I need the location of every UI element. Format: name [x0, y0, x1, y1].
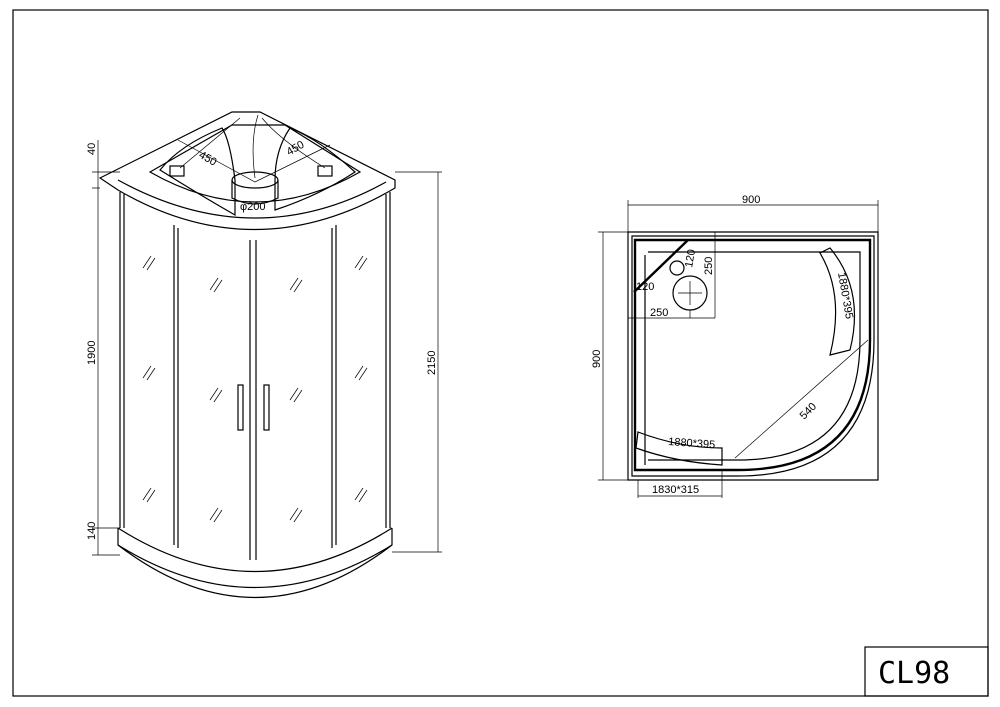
dim-width: 900 [742, 194, 760, 206]
dim-offset-vertical: 250 [703, 257, 715, 275]
dim-height: 1900 [86, 341, 98, 365]
dim-depth: 900 [591, 350, 603, 368]
drawing-border [12, 9, 989, 697]
dim-base-glass: 1830*315 [652, 484, 699, 496]
plan-view: 900 900 120 120 250 250 1880*395 1880*39… [591, 194, 879, 498]
dim-shower-head: φ200 [240, 201, 266, 213]
dim-corner-b: 120 [683, 248, 698, 268]
model-number: CL98 [878, 656, 950, 691]
dim-jet-left: 450 [197, 149, 219, 169]
elevation-view: 450 450 φ200 40 1900 140 2150 [86, 111, 442, 599]
dim-base: 140 [86, 522, 98, 540]
door-handle-right [263, 384, 270, 431]
dim-top: 40 [86, 143, 98, 155]
door-handle-left [237, 384, 244, 431]
dim-door: 540 [798, 401, 819, 422]
title-block: CL98 [864, 646, 989, 697]
dim-corner-a: 120 [636, 281, 654, 293]
dim-jet-right: 450 [285, 139, 307, 159]
dim-total: 2150 [426, 351, 438, 375]
dim-glass-left: 1880*395 [668, 436, 716, 451]
dim-offset-horizontal: 250 [650, 307, 668, 319]
dim-glass-right: 1880*395 [835, 271, 855, 319]
